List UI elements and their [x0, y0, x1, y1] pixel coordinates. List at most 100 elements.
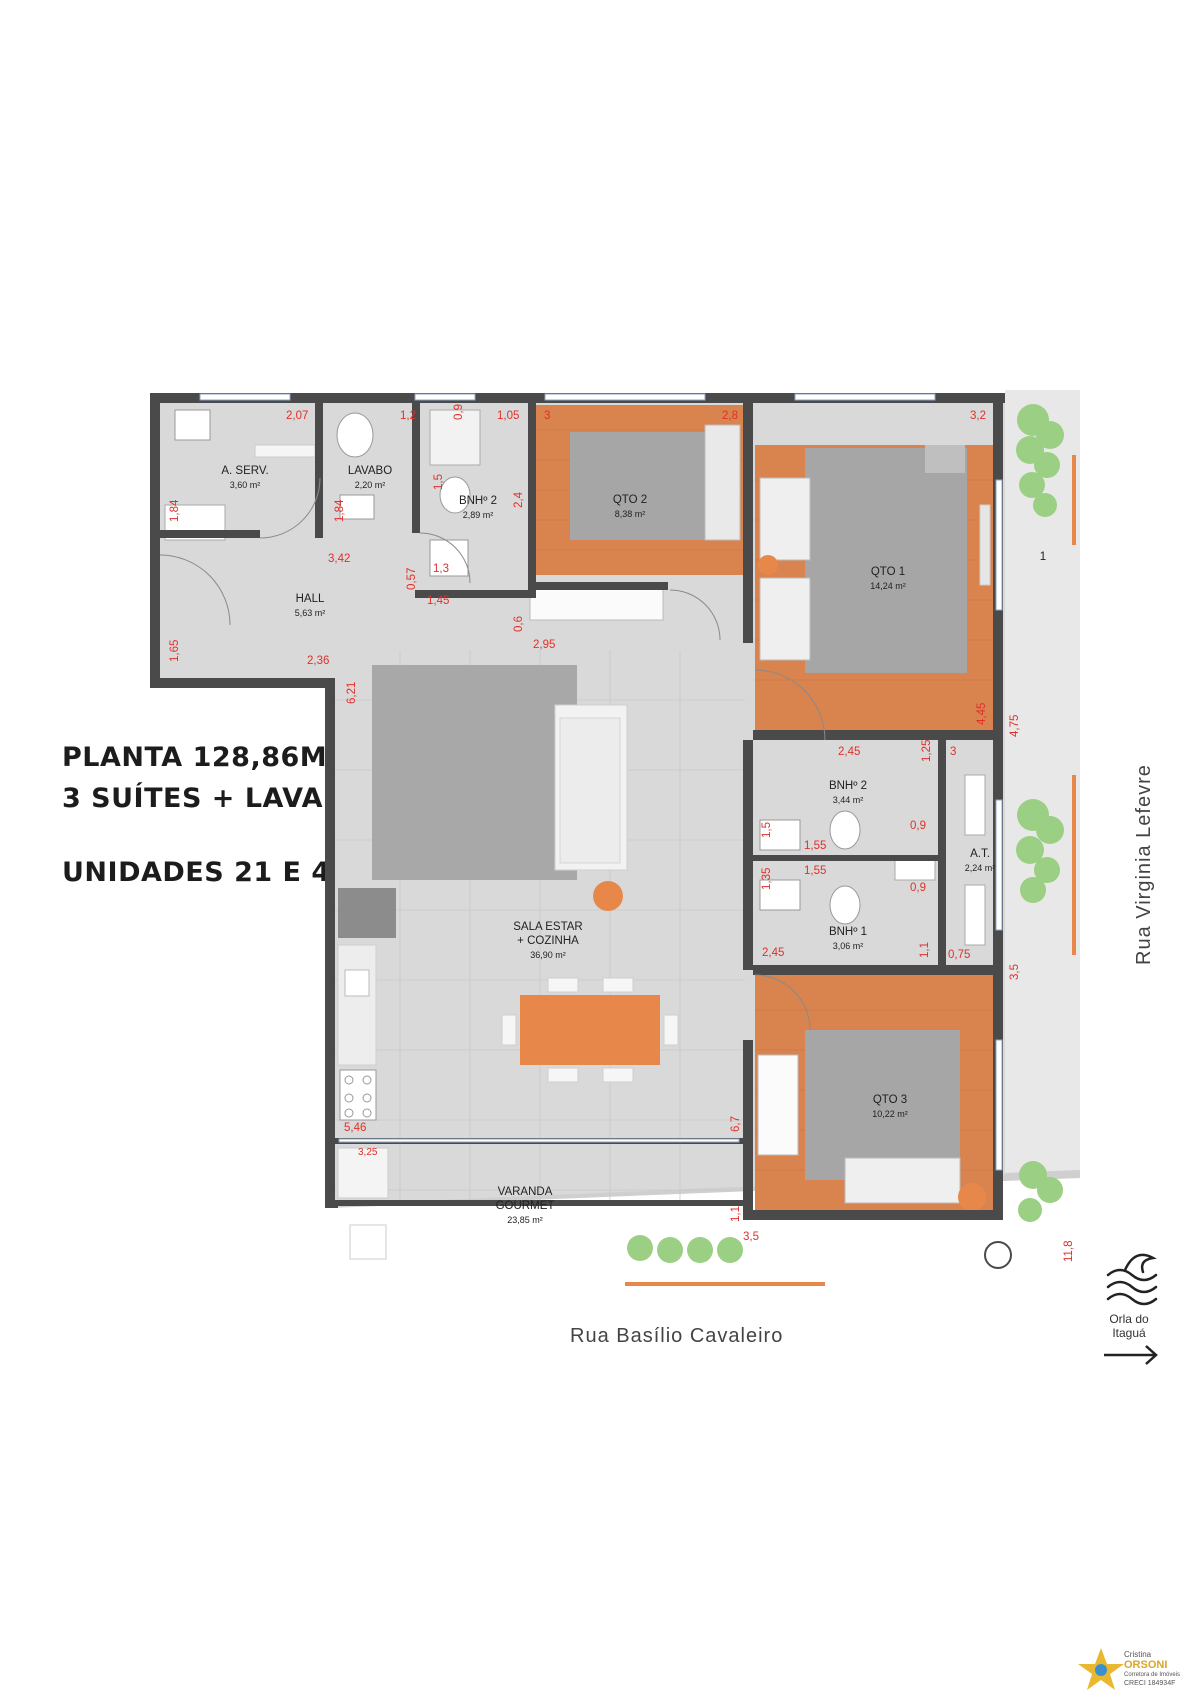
dim-0-9-c: 0,9 [910, 882, 926, 894]
qto1-chair [925, 445, 965, 473]
bnh2top-area: 2,89 m² [463, 510, 494, 520]
hall-name: HALL [296, 593, 325, 605]
dim-11-8: 11,8 [1063, 1240, 1075, 1262]
orla-label: Orla do Itaguá [1096, 1312, 1162, 1340]
logo-name: Cristina [1124, 1650, 1152, 1659]
dim-0-57: 0,57 [406, 568, 418, 590]
at-area: 2,24 m² [965, 863, 996, 873]
bnh1-toilet [829, 885, 861, 925]
dim-1-5-a: 1,5 [433, 474, 445, 490]
sala-area: 36,90 m² [530, 950, 566, 960]
qto1-pillow-a [759, 477, 811, 561]
dim-2-4: 2,4 [513, 491, 525, 508]
star-logo-icon [1078, 1648, 1124, 1690]
varanda-area: 23,85 m² [507, 1215, 543, 1225]
dim-1-3: 1,3 [433, 563, 449, 575]
lavabo-sink [339, 494, 375, 520]
logo-subtitle: Corretora de Imóveis [1124, 1672, 1181, 1678]
side-terrace [1005, 390, 1080, 1175]
aserv-shelf [254, 444, 316, 458]
bnh2top-name: BNHº 2 [459, 495, 497, 507]
qto3-headboard [844, 1157, 961, 1204]
varanda-name: VARANDA [498, 1186, 553, 1198]
room-labels: A. SERV. 3,60 m² LAVABO 2,20 m² BNHº 2 2… [221, 465, 1046, 1225]
dim-3-5-a: 3,5 [1009, 964, 1021, 980]
bnh2top-toilet [439, 476, 471, 514]
aserv-area: 3,60 m² [230, 480, 261, 490]
kitchen-counter [337, 944, 377, 1066]
gourmet-sink [349, 1224, 387, 1260]
dim-1-84-b: 1,84 [334, 499, 346, 522]
dim-3-a: 3 [544, 410, 550, 422]
sofa-seat [559, 717, 621, 864]
dim-3-42: 3,42 [328, 553, 350, 565]
qto1-name: QTO 1 [871, 566, 905, 578]
dim-3-5-b: 3,5 [743, 1231, 759, 1243]
qto3-bed [805, 1030, 960, 1180]
dim-2-07: 2,07 [286, 410, 308, 422]
qto2-name: QTO 2 [613, 494, 647, 506]
lavabo-area: 2,20 m² [355, 480, 386, 490]
qto1-window-shelf [979, 504, 991, 586]
at-tank [894, 859, 936, 881]
barbecue [337, 1147, 389, 1199]
plan-title-text: PLANTA 128,86M [62, 742, 328, 773]
dim-1-05: 1,05 [497, 410, 519, 422]
lavabo-name: LAVABO [348, 465, 392, 477]
bnh2-area: 3,44 m² [833, 795, 864, 805]
qto2-headboard [704, 424, 741, 541]
dim-1-84-a: 1,84 [169, 499, 181, 522]
dim-5-46: 5,46 [344, 1122, 366, 1134]
qto2-wardrobe [529, 584, 664, 621]
dimension-labels: 2,07 1,2 0,9 1,05 3 2,8 3,2 1,84 1,84 1,… [169, 404, 1075, 1262]
dim-4-75: 4,75 [1009, 715, 1021, 737]
dim-1-55-a: 1,55 [804, 840, 826, 852]
orla-line1: Orla do [1109, 1312, 1149, 1326]
living-rug [372, 665, 577, 880]
dim-1-25: 1,25 [921, 740, 933, 762]
dim-0-9-b: 0,9 [910, 820, 926, 832]
qto1-area: 14,24 m² [870, 581, 906, 591]
at-washer [964, 774, 986, 836]
at-name: A.T. [970, 848, 990, 860]
doors [159, 477, 826, 1031]
aserv-tank [174, 409, 211, 441]
lavabo-toilet [336, 412, 374, 458]
qto3-name: QTO 3 [873, 1094, 907, 1106]
qto1-nightstand [758, 555, 778, 575]
plan-units: UNIDADES 21 E 41 [62, 857, 350, 888]
hall-area: 5,63 m² [295, 608, 326, 618]
bnh2top-sink [429, 539, 469, 577]
dim-3-2: 3,2 [970, 410, 986, 422]
logo-creci: CRECI 184934F [1124, 1680, 1176, 1687]
dining-chairs [501, 977, 679, 1083]
dim-3-25: 3,25 [358, 1147, 378, 1158]
column [984, 1241, 1012, 1269]
sea-waves-icon [1106, 1253, 1158, 1306]
plants [627, 404, 1064, 1263]
dim-0-6: 0,6 [513, 616, 525, 632]
dim-1-1-b: 1,1 [730, 1206, 742, 1222]
sala-name: SALA ESTAR [513, 921, 582, 933]
dim-6-21: 6,21 [346, 682, 358, 704]
dim-1-35: 1,35 [761, 868, 773, 890]
dim-2-45-a: 2,45 [838, 746, 860, 758]
side-table [593, 881, 623, 911]
bnh2-sink [759, 819, 801, 851]
dim-1-45: 1,45 [427, 595, 449, 607]
dim-1-55-b: 1,55 [804, 865, 826, 877]
dim-2-36: 2,36 [307, 655, 329, 667]
windows [199, 393, 1003, 1171]
dim-1-2: 1,2 [400, 410, 416, 422]
dim-4-45: 4,45 [976, 703, 988, 725]
qto1-pillow-b [759, 577, 811, 661]
sala-name2: + COZINHA [517, 935, 579, 947]
deck-strips [625, 455, 1076, 1286]
bnh1-area: 3,06 m² [833, 941, 864, 951]
garden-label: 1 [1040, 551, 1046, 563]
qto3-wardrobe [757, 1054, 799, 1156]
cooktop [339, 1069, 377, 1121]
aserv-name: A. SERV. [221, 465, 268, 477]
fridge [338, 888, 396, 938]
